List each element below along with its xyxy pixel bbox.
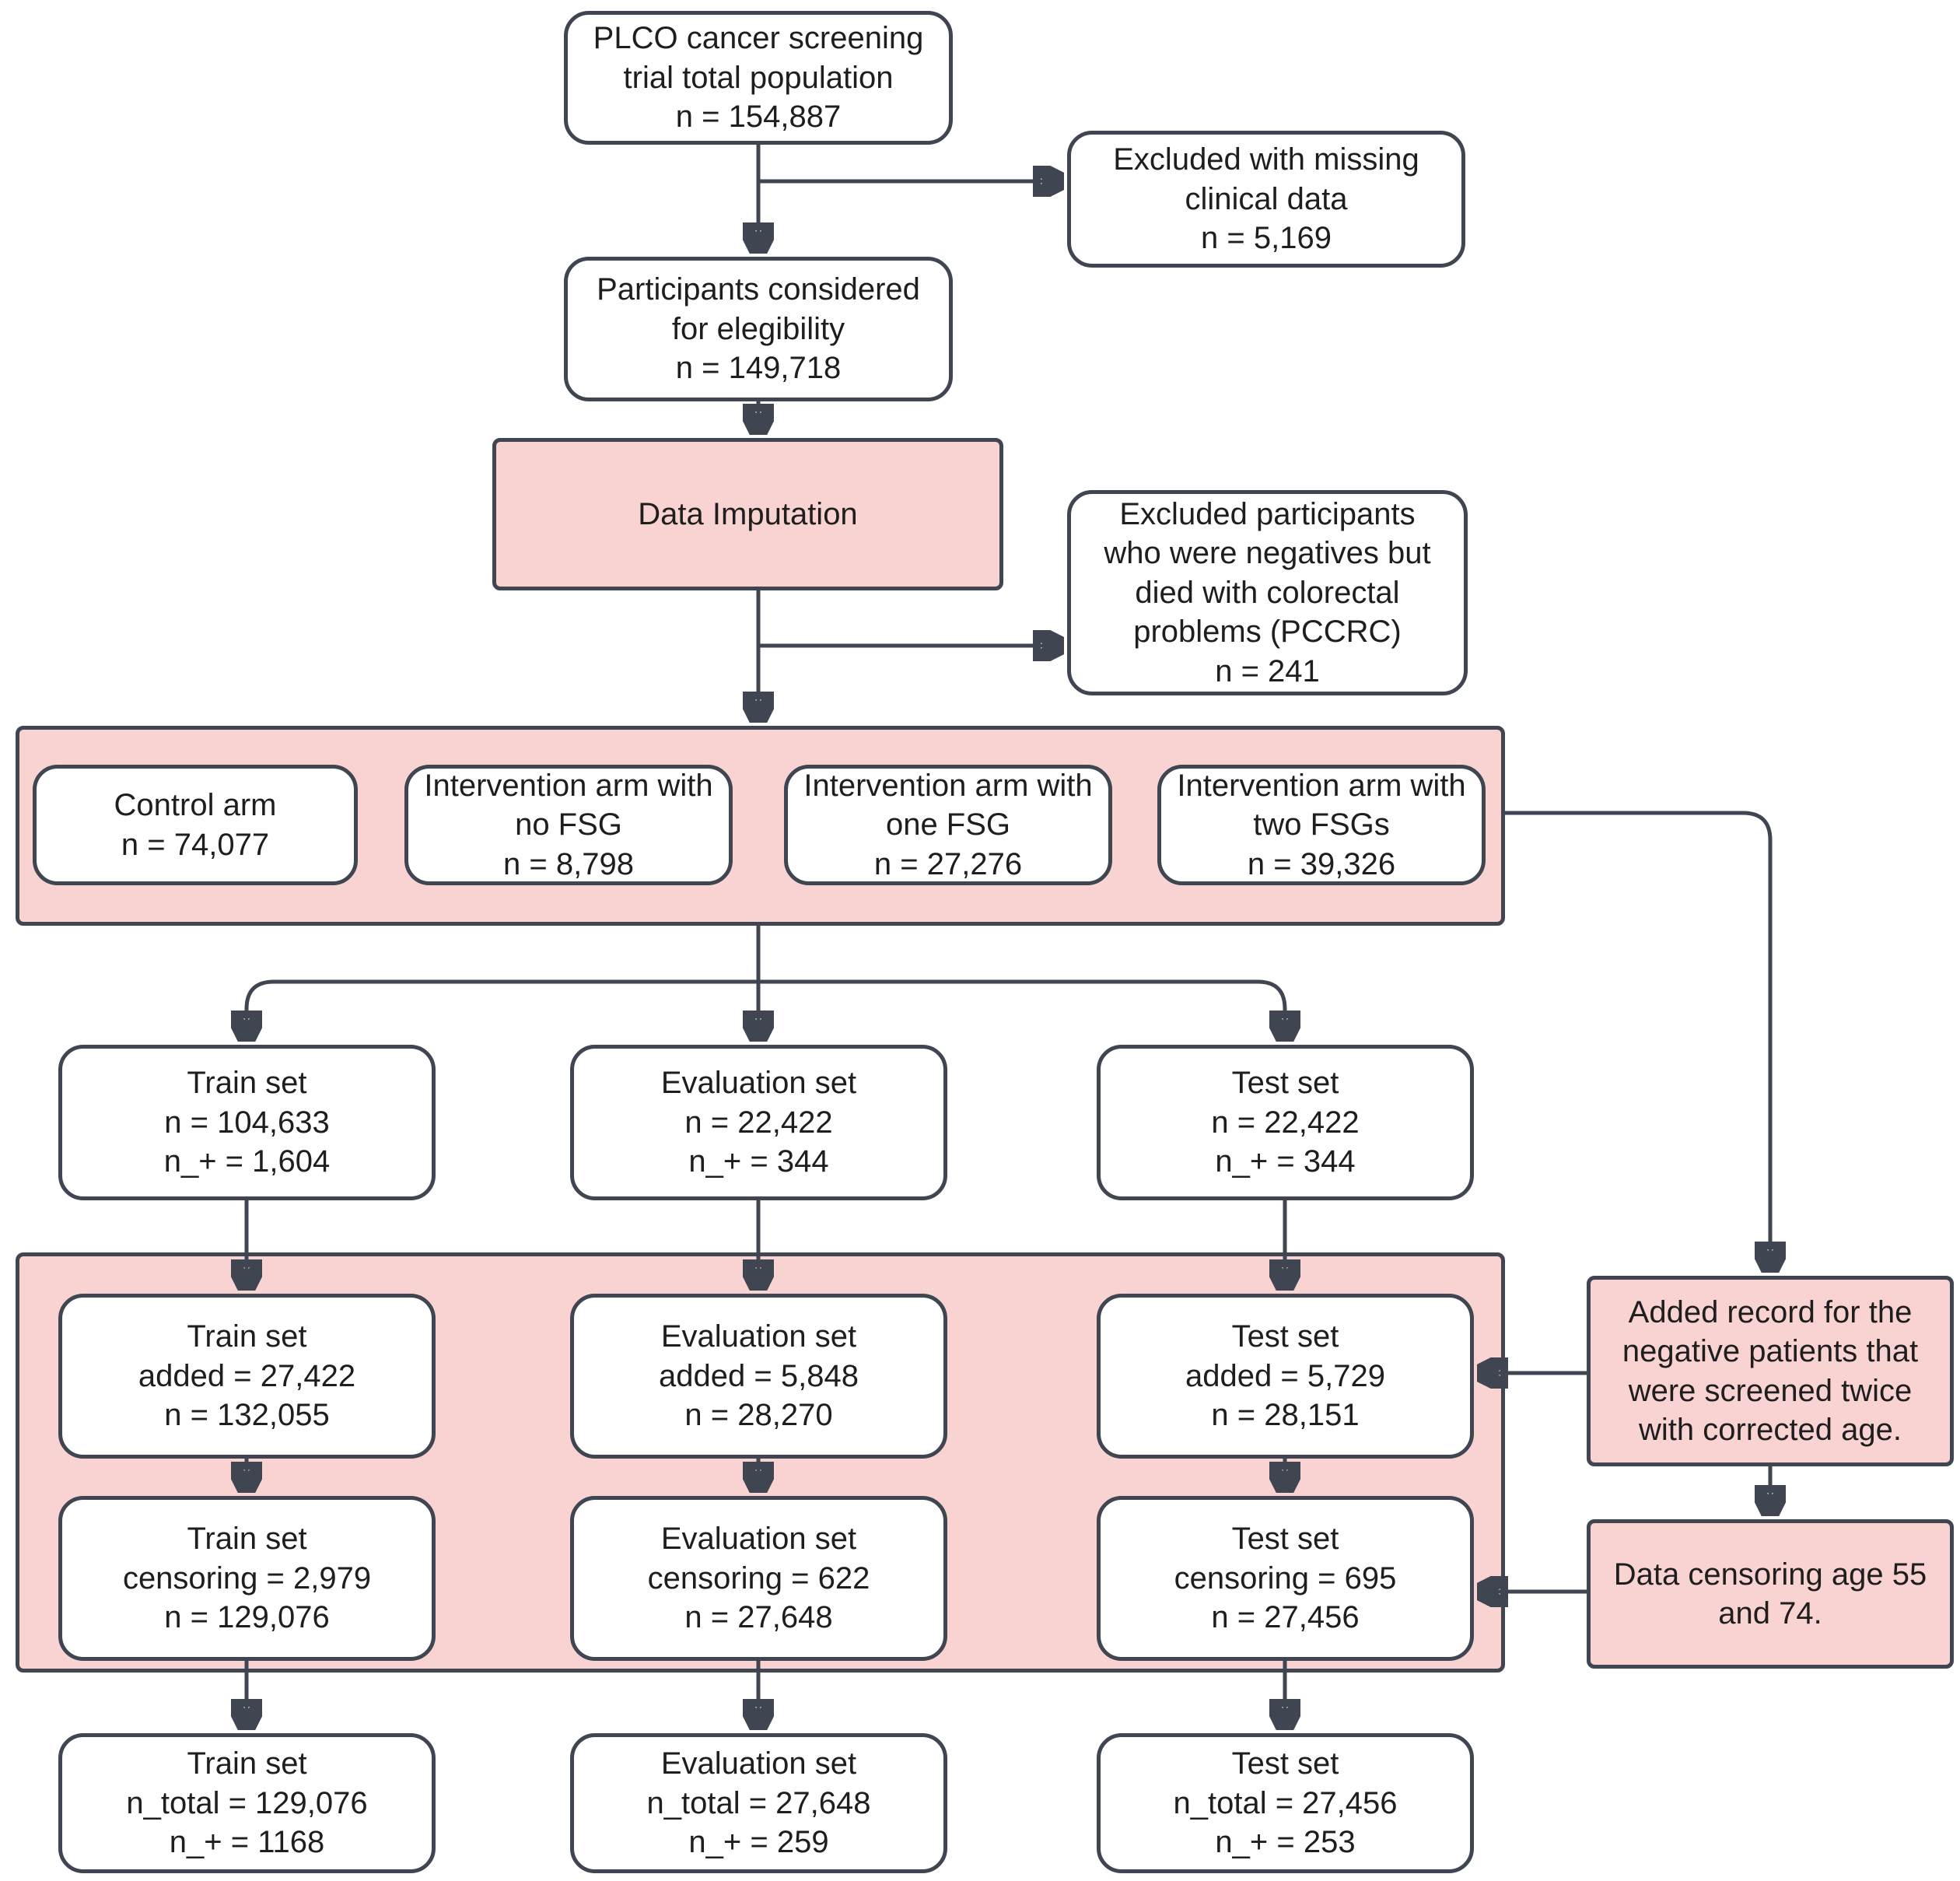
excluded-missing-box: Excluded with missing clinical data n = …: [1067, 131, 1465, 268]
data-censoring-note-box: Data censoring age 55 and 74.: [1587, 1519, 1954, 1669]
evaluation-final-text: Evaluation set n_total = 27,648 n_+ = 25…: [646, 1746, 871, 1860]
train-added-box: Train set added = 27,422 n = 132,055: [58, 1294, 436, 1459]
evaluation-final-box: Evaluation set n_total = 27,648 n_+ = 25…: [570, 1733, 947, 1873]
test-final-text: Test set n_total = 27,456 n_+ = 253: [1173, 1746, 1398, 1860]
arm-no-fsg-text: Intervention arm with no FSG n = 8,798: [424, 768, 713, 881]
arrow-arms-to-added-record-note: [1505, 811, 1770, 1270]
control-arm-box: Control arm n = 74,077: [33, 765, 358, 885]
test-censoring-box: Test set censoring = 695 n = 27,456: [1097, 1496, 1474, 1661]
evaluation-censoring-box: Evaluation set censoring = 622 n = 27,64…: [570, 1496, 947, 1661]
evaluation-initial-box: Evaluation set n = 22,422 n_+ = 344: [570, 1045, 947, 1200]
test-initial-box: Test set n = 22,422 n_+ = 344: [1097, 1045, 1474, 1200]
test-added-text: Test set added = 5,729 n = 28,151: [1185, 1319, 1385, 1433]
arm-two-fsg-text: Intervention arm with two FSGs n = 39,32…: [1177, 768, 1466, 881]
arm-two-fsg-box: Intervention arm with two FSGs n = 39,32…: [1157, 765, 1486, 885]
excluded-pccrc-text: Excluded participants who were negatives…: [1104, 497, 1431, 688]
data-imputation-text: Data Imputation: [638, 496, 858, 531]
train-initial-box: Train set n = 104,633 n_+ = 1,604: [58, 1045, 436, 1200]
arrow-arms-to-train: [247, 979, 758, 1039]
train-final-text: Train set n_total = 129,076 n_+ = 1168: [126, 1746, 368, 1860]
excluded-missing-text: Excluded with missing clinical data n = …: [1113, 142, 1419, 256]
test-censoring-text: Test set censoring = 695 n = 27,456: [1174, 1522, 1397, 1635]
arrow-arms-to-test: [758, 979, 1285, 1039]
evaluation-initial-text: Evaluation set n = 22,422 n_+ = 344: [660, 1066, 857, 1179]
evaluation-added-box: Evaluation set added = 5,848 n = 28,270: [570, 1294, 947, 1459]
participants-considered-text: Participants considered for elegibility …: [597, 272, 920, 386]
participants-considered-box: Participants considered for elegibility …: [564, 257, 953, 401]
train-censoring-text: Train set censoring = 2,979 n = 129,076: [122, 1522, 372, 1635]
test-final-box: Test set n_total = 27,456 n_+ = 253: [1097, 1733, 1474, 1873]
test-added-box: Test set added = 5,729 n = 28,151: [1097, 1294, 1474, 1459]
excluded-pccrc-box: Excluded participants who were negatives…: [1067, 490, 1468, 695]
train-censoring-box: Train set censoring = 2,979 n = 129,076: [58, 1496, 436, 1661]
evaluation-censoring-text: Evaluation set censoring = 622 n = 27,64…: [647, 1522, 870, 1635]
data-censoring-note-text: Data censoring age 55 and 74.: [1613, 1557, 1927, 1631]
added-record-note-box: Added record for the negative patients t…: [1587, 1276, 1954, 1466]
evaluation-added-text: Evaluation set added = 5,848 n = 28,270: [659, 1319, 859, 1433]
total-population-text: PLCO cancer screening trial total popula…: [593, 21, 924, 135]
data-imputation-box: Data Imputation: [492, 438, 1003, 590]
arm-one-fsg-text: Intervention arm with one FSG n = 27,276: [803, 768, 1093, 881]
arm-no-fsg-box: Intervention arm with no FSG n = 8,798: [404, 765, 733, 885]
arm-one-fsg-box: Intervention arm with one FSG n = 27,276: [784, 765, 1112, 885]
train-initial-text: Train set n = 104,633 n_+ = 1,604: [163, 1066, 331, 1179]
added-record-note-text: Added record for the negative patients t…: [1622, 1294, 1919, 1447]
train-final-box: Train set n_total = 129,076 n_+ = 1168: [58, 1733, 436, 1873]
control-arm-text: Control arm n = 74,077: [114, 788, 277, 862]
test-initial-text: Test set n = 22,422 n_+ = 344: [1211, 1066, 1360, 1179]
train-added-text: Train set added = 27,422 n = 132,055: [138, 1319, 356, 1433]
total-population-box: PLCO cancer screening trial total popula…: [564, 11, 953, 145]
